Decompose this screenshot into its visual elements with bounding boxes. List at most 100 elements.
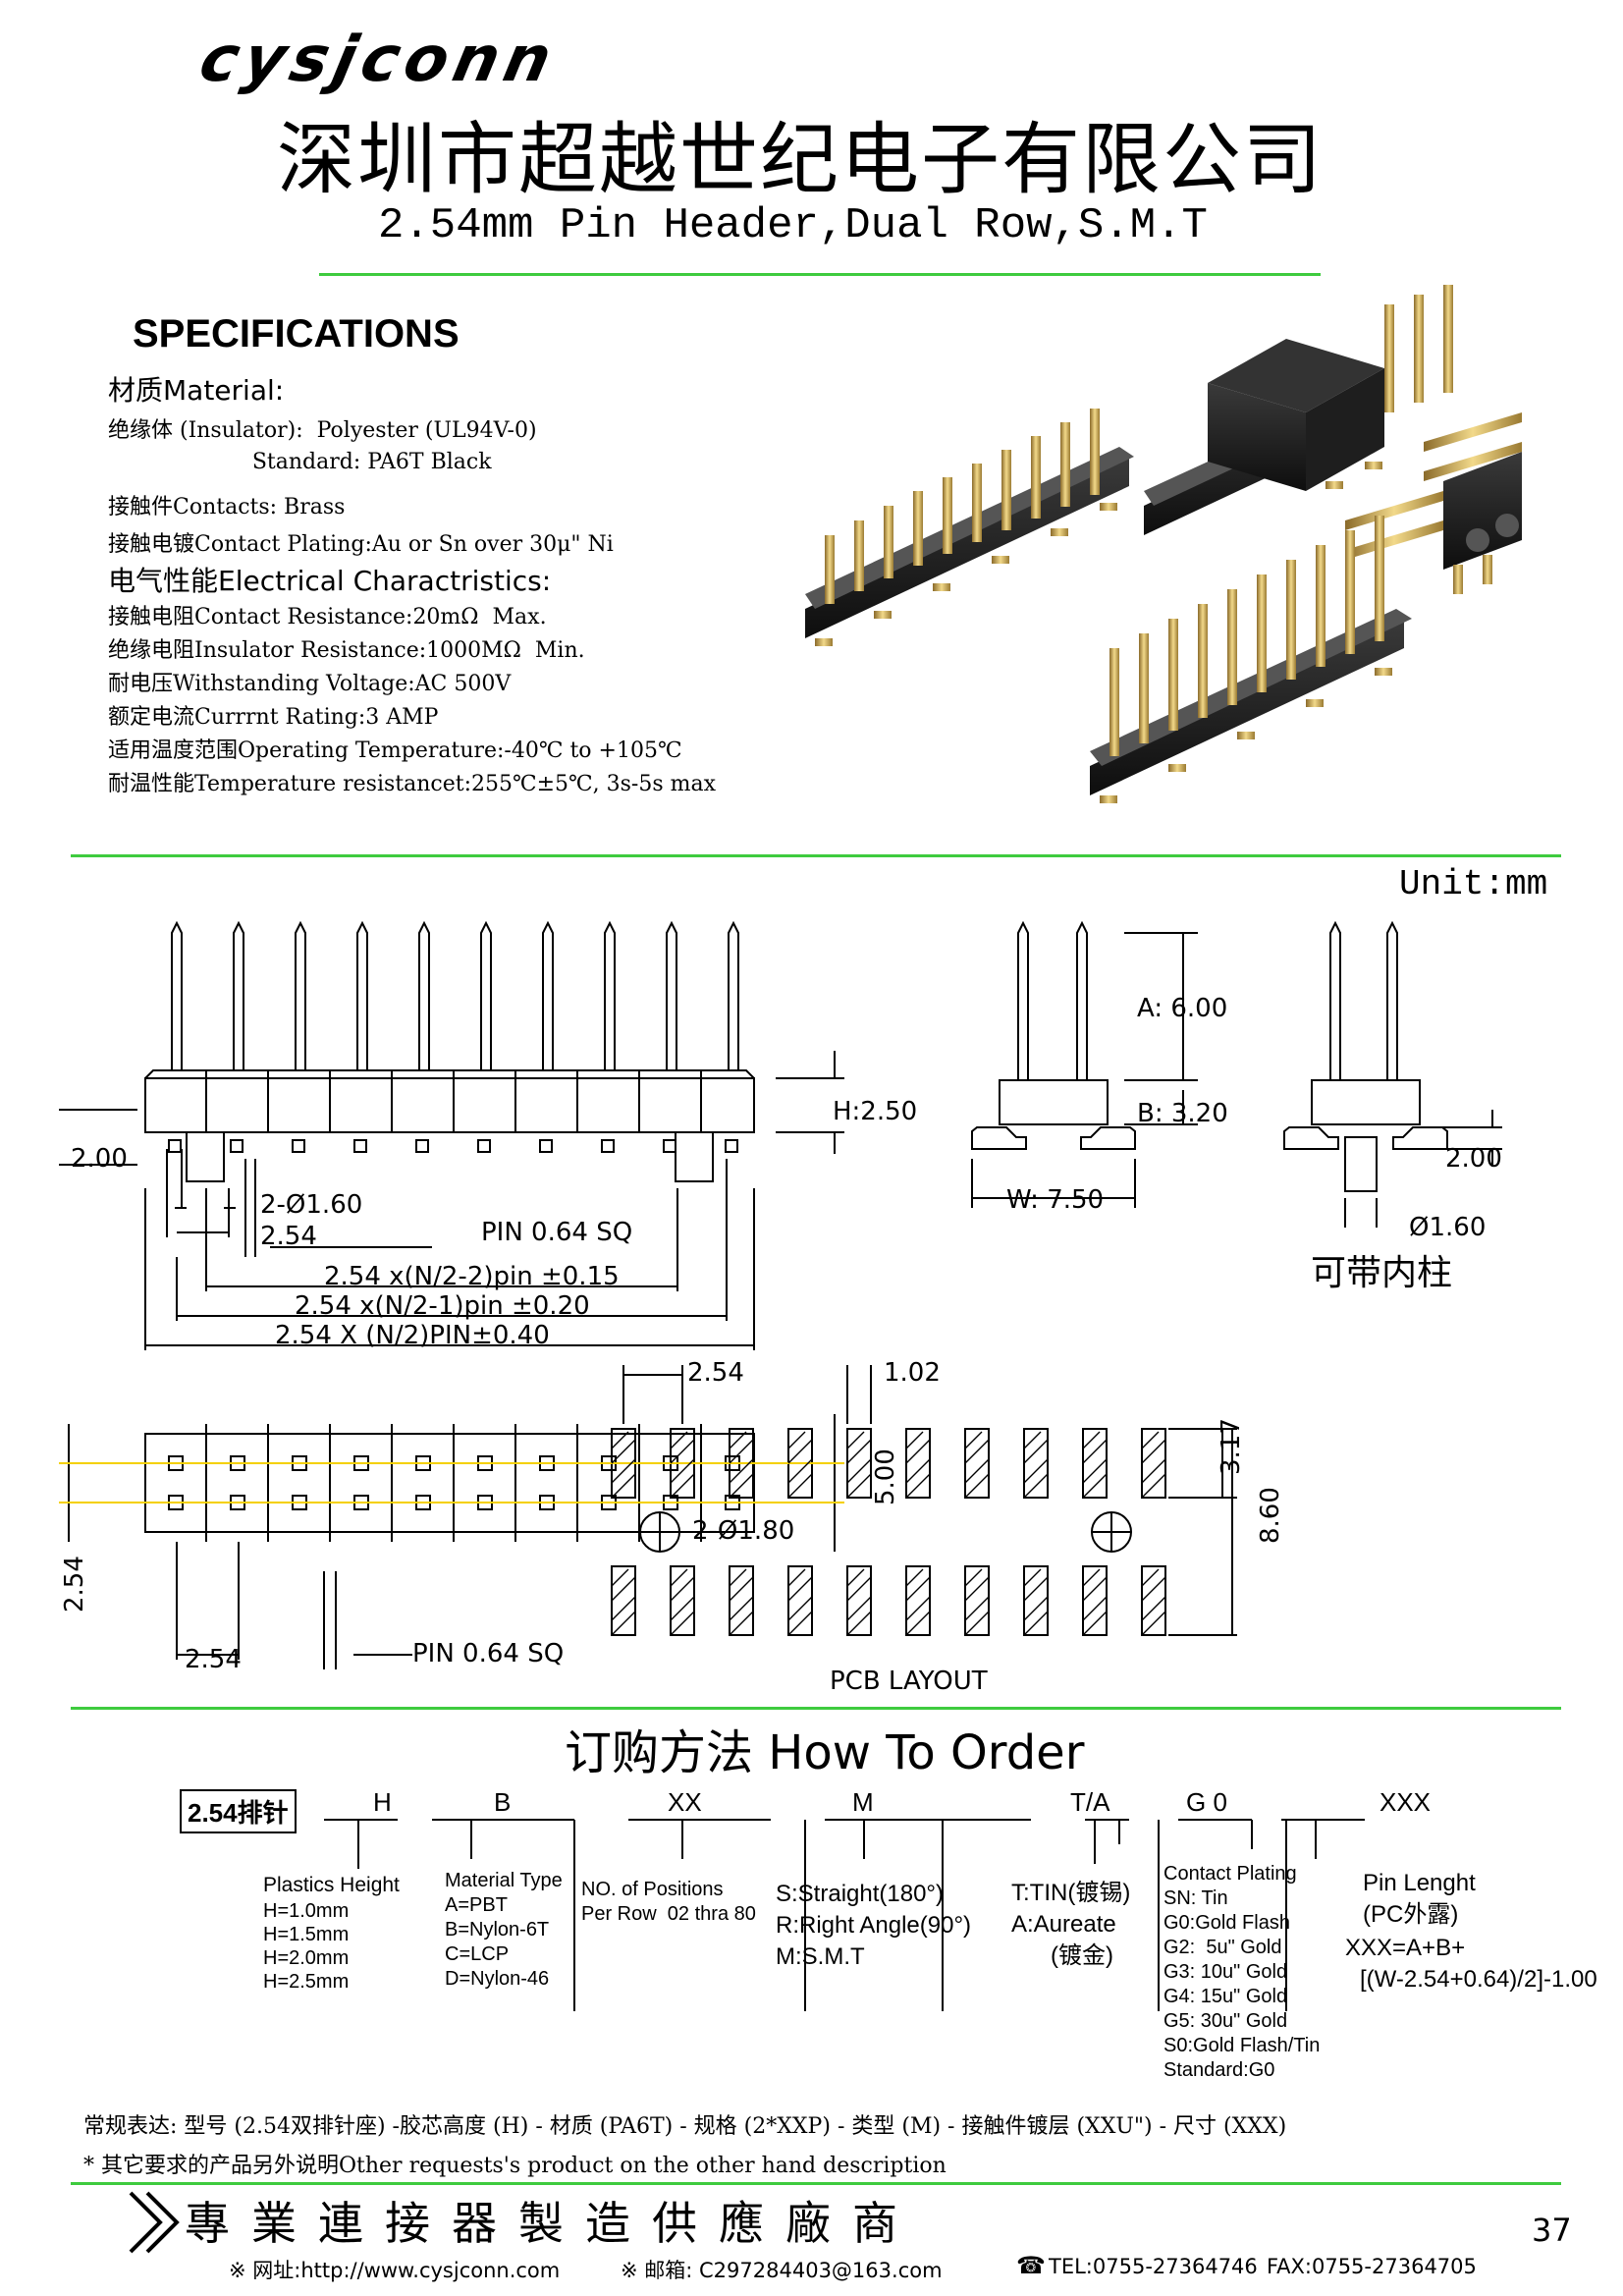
dim-200b: 2.00 (1445, 1144, 1502, 1174)
page-number: 37 (1532, 2212, 1572, 2249)
material-item: B=Nylon-6T (445, 1919, 550, 1941)
order-code-b: B (494, 1787, 512, 1817)
material-item: A=PBT (445, 1894, 508, 1916)
plating-item: Standard:G0 (1163, 2059, 1275, 2081)
spec-line: 电气性能Electrical Charactristics: (108, 565, 552, 597)
footer-tel: TEL:0755-27364746 (1049, 2255, 1258, 2278)
order-code-g0: G 0 (1186, 1787, 1227, 1817)
spec-line: 接触电阻Contact Resistance:20mΩ Max. (108, 605, 547, 629)
side-view-2 (1283, 920, 1502, 1228)
chevron-icon (129, 2191, 180, 2254)
order-note-other: * 其它要求的产品另外说明Other requests's product on… (83, 2154, 947, 2178)
plating-item: SN: Tin (1163, 1887, 1228, 1909)
dim-160: Ø1.60 (1409, 1213, 1486, 1242)
positions-heading: NO. of Positions (581, 1879, 724, 1900)
plating-item: G2: 5u" Gold (1163, 1937, 1282, 1958)
material-item: C=LCP (445, 1943, 510, 1965)
dim-254d: 2.54 (687, 1358, 744, 1388)
material-item: D=Nylon-46 (445, 1968, 550, 1990)
height-heading: Plastics Height (263, 1874, 400, 1896)
dim-pin064b: PIN 0.64 SQ (412, 1639, 564, 1668)
company-name: 深圳市超越世纪电子有限公司 (277, 114, 1324, 205)
order-code-h: H (373, 1787, 392, 1817)
plating-item: G4: 15u" Gold (1163, 1986, 1288, 2007)
plating-item: S0:Gold Flash/Tin (1163, 2035, 1321, 2056)
dim-h250: H:2.50 (833, 1097, 917, 1126)
phone-icon: ☎ (1016, 2252, 1046, 2279)
positions-item: Per Row 02 thra 80 (581, 1903, 756, 1925)
spec-title: SPECIFICATIONS (133, 312, 460, 355)
height-item: H=2.0mm (263, 1947, 350, 1969)
plating-item: G0:Gold Flash (1163, 1912, 1290, 1934)
length-item: (PC外露) (1363, 1901, 1459, 1928)
dim-n2-2: 2.54 x(N/2-2)pin ±0.15 (324, 1262, 620, 1291)
spec-line: 接触电镀Contact Plating:Au or Sn over 30μ" N… (108, 532, 614, 557)
spec-line: 材质Material: (108, 374, 285, 407)
footer-web: ※ 网址:http://www.cysjconn.com (229, 2259, 561, 2282)
dim-254b: 2.54 (185, 1645, 242, 1674)
order-title: 订购方法 How To Order (565, 1725, 1085, 1780)
height-item: H=1.5mm (263, 1924, 350, 1945)
type-item: R:Right Angle(90°) (776, 1912, 972, 1939)
dim-102: 1.02 (884, 1358, 941, 1388)
spec-line: 绝缘体 (Insulator): Polyester (UL94V-0) (108, 418, 537, 443)
plating-item: G5: 30u" Gold (1163, 2010, 1288, 2032)
divider-footer (71, 2182, 1561, 2185)
dim-b320: B: 3.20 (1137, 1099, 1228, 1128)
length-item: XXX=A+B+ (1345, 1935, 1466, 1961)
pcb-layout (611, 1365, 1237, 1636)
length-heading: Pin Lenght (1363, 1870, 1476, 1896)
spec-line: 适用温度范围Operating Temperature:-40℃ to +105… (108, 738, 682, 763)
header-render-2 (1144, 285, 1453, 535)
divider-drawing (71, 1707, 1561, 1710)
dim-a600: A: 6.00 (1137, 994, 1227, 1023)
spec-line: 耐电压Withstanding Voltage:AC 500V (108, 672, 512, 696)
unit-label: Unit:mm (1399, 864, 1548, 904)
tin-item: A:Aureate (1011, 1911, 1116, 1938)
dim-n2-1: 2.54 x(N/2-1)pin ±0.20 (295, 1291, 590, 1321)
footer-fax: FAX:0755-27364705 (1267, 2255, 1477, 2278)
divider-header (319, 273, 1321, 276)
height-item: H=1.0mm (263, 1900, 350, 1922)
header-render-1 (805, 409, 1134, 646)
length-item: [(W-2.54+0.64)/2]-1.00 (1360, 1966, 1597, 1993)
dim-pin064: PIN 0.64 SQ (481, 1218, 632, 1247)
footer-email: ※ 邮箱: C297284403@163.com (621, 2259, 943, 2282)
pcb-layout-label: PCB LAYOUT (830, 1667, 988, 1696)
post-label: 可带内柱 (1311, 1253, 1452, 1293)
spec-line: 绝缘电阻Insulator Resistance:1000MΩ Min. (108, 638, 585, 663)
front-view (144, 920, 755, 1182)
order-code-box: 2.54排针 (180, 1789, 297, 1833)
order-code-xx: XX (668, 1787, 702, 1817)
type-item: S:Straight(180°) (776, 1881, 945, 1907)
tin-item: (镀金) (1011, 1942, 1113, 1969)
technical-drawing: H:2.50 2.00 2-Ø1.60 2.54 PIN 0.64 SQ 2.5… (59, 920, 1502, 1696)
side-view-1 (971, 920, 1198, 1208)
company-logo: cysjconn (193, 24, 564, 96)
product-render (805, 285, 1522, 803)
type-item: M:S.M.T (776, 1943, 865, 1970)
order-code-xxx: XXX (1380, 1787, 1432, 1817)
spec-line: 接触件Contacts: Brass (108, 495, 346, 519)
header-render-4 (1090, 516, 1412, 803)
dim-n2: 2.54 X (N/2)PIN±0.40 (275, 1321, 550, 1350)
dim-200a: 2.00 (71, 1144, 128, 1174)
dim-w750: W: 7.50 (1006, 1185, 1104, 1215)
spec-line: 额定电流Currrnt Rating:3 AMP (108, 705, 439, 730)
dim-317: 3.17 (1217, 1418, 1246, 1475)
product-subtitle: 2.54mm Pin Header,Dual Row,S.M.T (378, 201, 1208, 250)
order-code-m: M (852, 1787, 874, 1817)
spec-line: Standard: PA6T Black (108, 450, 492, 474)
header-render-3 (1345, 412, 1522, 594)
dim-254c: 2.54 (60, 1556, 89, 1613)
spec-line: 耐温性能Temperature resistancet:255℃±5℃, 3s-… (108, 772, 717, 796)
dim-180: 2-Ø1.80 (692, 1516, 794, 1546)
height-item: H=2.5mm (263, 1971, 350, 1993)
plating-item: G3: 10u" Gold (1163, 1961, 1288, 1983)
order-note-standard: 常规表达: 型号 (2.54双排针座) -胶芯高度 (H) - 材质 (PA6T… (83, 2114, 1287, 2139)
dim-hole: 2-Ø1.60 (260, 1190, 362, 1220)
dim-500: 5.00 (871, 1449, 900, 1505)
dim-860: 8.60 (1256, 1487, 1285, 1544)
dim-254a: 2.54 (260, 1222, 317, 1251)
divider-specs (71, 854, 1561, 857)
